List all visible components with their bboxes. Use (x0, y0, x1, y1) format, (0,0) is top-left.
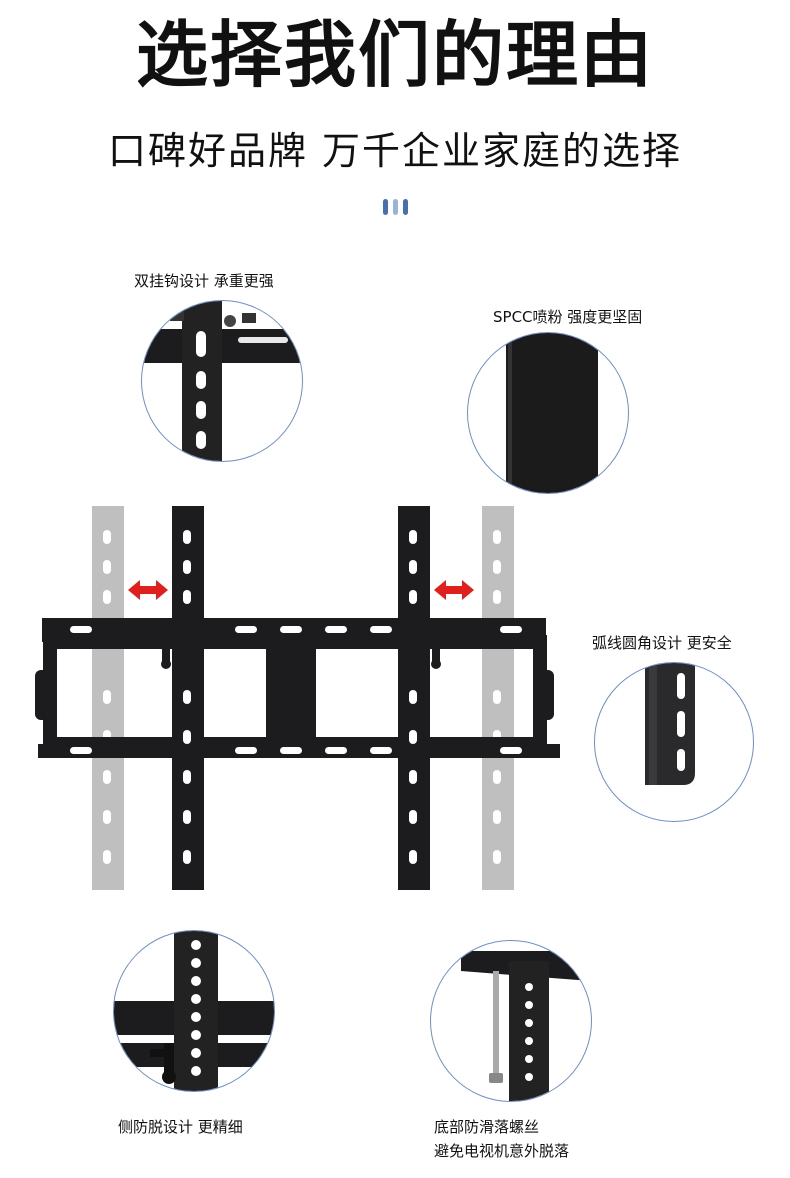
corner-closeup-image (645, 663, 695, 785)
feature-hook-circle (141, 300, 303, 462)
feature-screw-caption-line2: 避免电视机意外脱落 (434, 1142, 570, 1160)
feature-anti-slip-caption: 侧防脱设计 更精细 (118, 1118, 243, 1136)
screw-closeup-image (461, 951, 591, 1101)
divider-dots (383, 199, 413, 219)
feature-spcc-caption: SPCC喷粉 强度更坚固 (493, 308, 643, 326)
anti-slip-closeup-image (114, 931, 274, 1091)
page-title: 选择我们的理由 (135, 13, 654, 97)
feature-spcc-circle (467, 332, 629, 494)
tv-mount-product-image (35, 506, 560, 890)
feature-hook-caption: 双挂钩设计 承重更强 (134, 272, 274, 290)
feature-corner-circle (594, 662, 754, 822)
page-subtitle: 口碑好品牌 万千企业家庭的选择 (107, 129, 683, 173)
spcc-surface-image (506, 333, 598, 493)
hook-closeup-image (142, 301, 302, 461)
feature-anti-slip-circle (113, 930, 275, 1092)
feature-corner-caption: 弧线圆角设计 更安全 (592, 634, 732, 652)
feature-screw-circle (430, 940, 592, 1102)
feature-screw-caption-line1: 底部防滑落螺丝 (434, 1118, 540, 1136)
